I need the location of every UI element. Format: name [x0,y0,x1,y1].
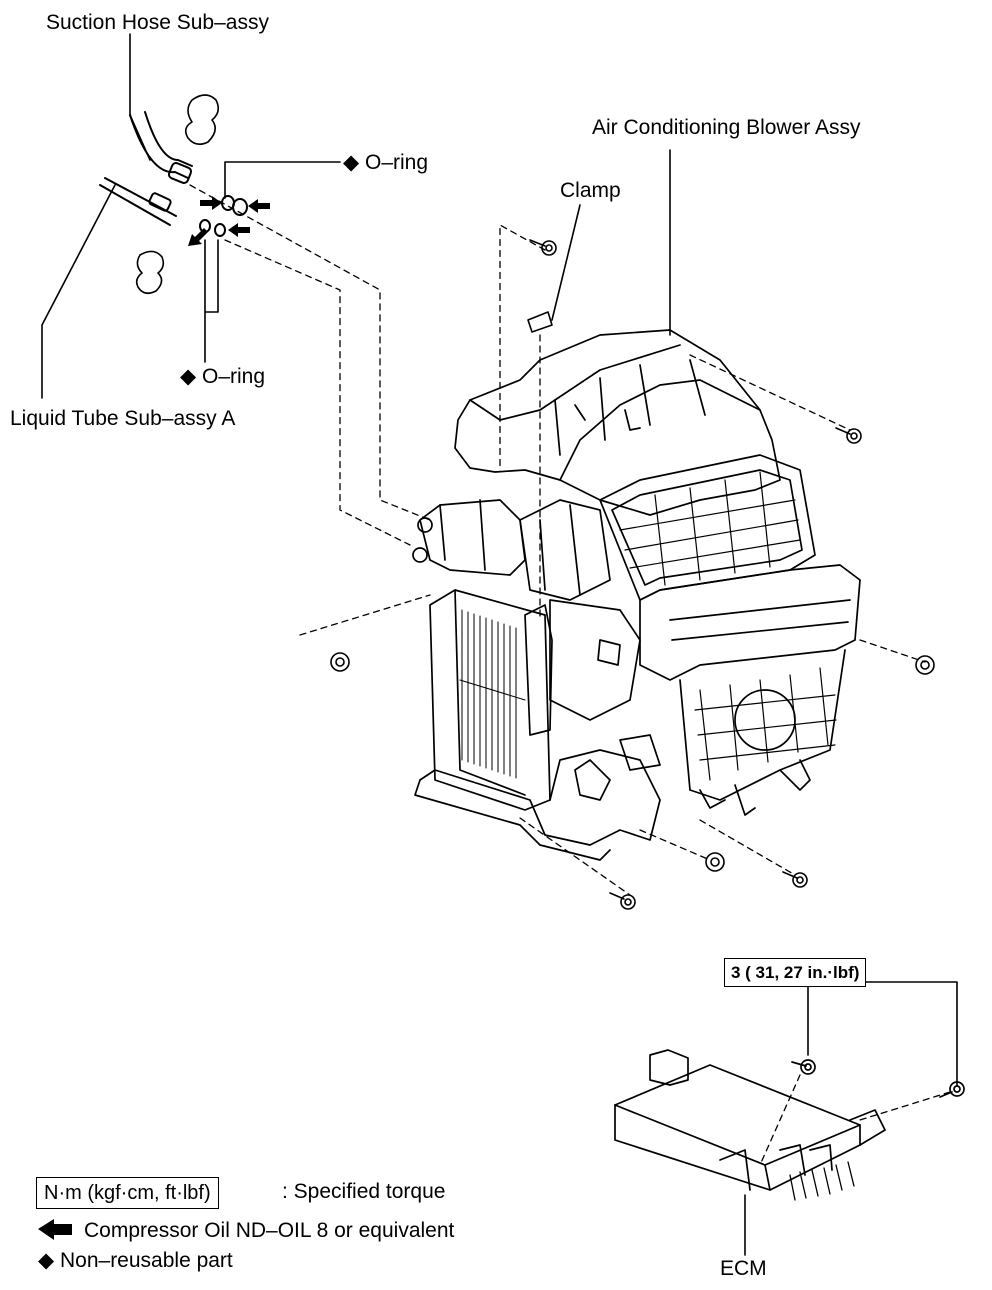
air-blower-label: Air Conditioning Blower Assy [592,116,861,139]
suction-hose [129,111,193,184]
assembly-dash-lines [189,184,951,1166]
suction-hose-label: Suction Hose Sub–assy [46,11,269,34]
bolt-icon [527,239,862,910]
ecm-unit [614,1049,965,1201]
legend-oil-text: Compressor Oil ND–OIL 8 or equivalent [84,1219,455,1242]
liquid-tube-label: Liquid Tube Sub–assy A [10,407,236,430]
nut-icon [330,652,935,872]
clamp-label: Clamp [560,179,621,202]
legend-oil-arrow-icon [38,1219,72,1240]
o-ring-bottom-label: ◆ O–ring [180,365,266,388]
legend-torque-text: : Specified torque [282,1180,446,1203]
o-ring-top-label: ◆ O–ring [343,151,429,174]
oil-arrow-icon [188,196,270,246]
hose-clips [135,94,220,295]
leader-lines [41,33,958,1256]
liquid-tube [99,177,177,226]
ecm-label: ECM [720,1257,767,1280]
legend-torque-box: N·m (kgf·cm, ft·lbf) [36,1177,219,1209]
torque-spec-box: 3 ( 31, 27 in.·lbf) [724,958,867,987]
legend-nonreusable-text: ◆ Non–reusable part [38,1249,233,1272]
blower-assembly [412,329,861,861]
